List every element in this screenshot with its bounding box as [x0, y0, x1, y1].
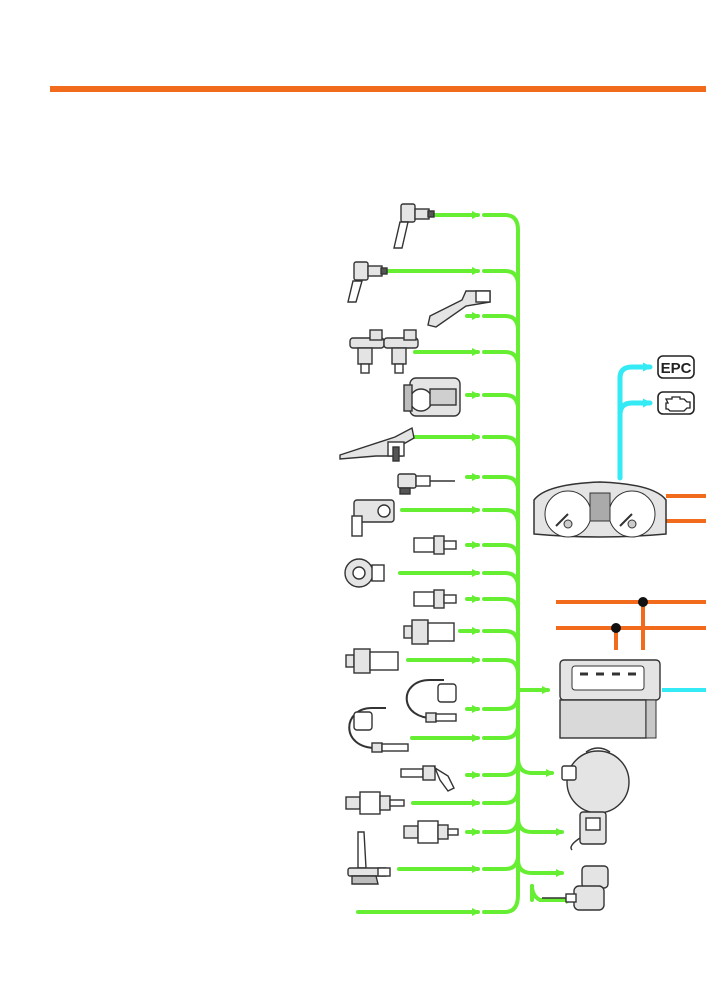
sensor-injector-icon — [345, 791, 405, 815]
can-bus-lines — [556, 494, 706, 650]
sensor-hall-sender-icon — [347, 261, 388, 303]
sensor-pedal-position-icon — [427, 290, 491, 328]
sensor-input-lines — [356, 211, 480, 916]
output-line-1 — [516, 756, 554, 777]
header-rule — [50, 86, 706, 92]
sensor-lambda-upstream-icon — [405, 679, 457, 723]
actuator-turbo-wastegate-icon — [542, 865, 609, 911]
sensor-clutch-pedal-icon — [339, 426, 415, 462]
bus-junction-1 — [638, 597, 648, 607]
sensor-brake-switch-icon — [397, 473, 455, 495]
sensor-throttle-module-icon — [403, 377, 461, 417]
sensor-engine-speed-icon — [393, 203, 435, 249]
epc-label: EPC — [661, 360, 692, 377]
sensor-boost-pressure-icon — [351, 499, 395, 537]
actuator-valve-block-icon — [570, 811, 607, 851]
sensor-temperature-1-icon — [413, 535, 457, 555]
sensor-bus — [482, 213, 574, 914]
bus-junction-2 — [611, 623, 621, 633]
engine-check-icon — [657, 391, 695, 415]
sensor-temperature-2-icon — [413, 589, 457, 609]
sensor-exhaust-temperature-icon — [400, 765, 455, 792]
epc-warning-lamp: EPC — [657, 355, 695, 379]
output-line-3 — [516, 858, 564, 877]
instrument-cluster-icon — [533, 481, 667, 538]
sensor-camshaft-pair-icon — [349, 329, 419, 374]
sensor-fuel-pressure-icon — [345, 648, 399, 674]
output-line-2 — [516, 816, 564, 836]
sensor-knock-icon — [344, 558, 385, 588]
sensor-level-icon — [347, 831, 391, 885]
sensor-injector-2-icon — [403, 820, 459, 844]
sensor-oil-pressure-icon — [403, 619, 455, 645]
actuator-activated-charcoal-canister-icon — [561, 747, 630, 814]
sensor-lambda-downstream-icon — [348, 707, 409, 753]
engine-control-unit-icon — [559, 659, 661, 739]
warning-lamp-lines — [617, 362, 653, 481]
